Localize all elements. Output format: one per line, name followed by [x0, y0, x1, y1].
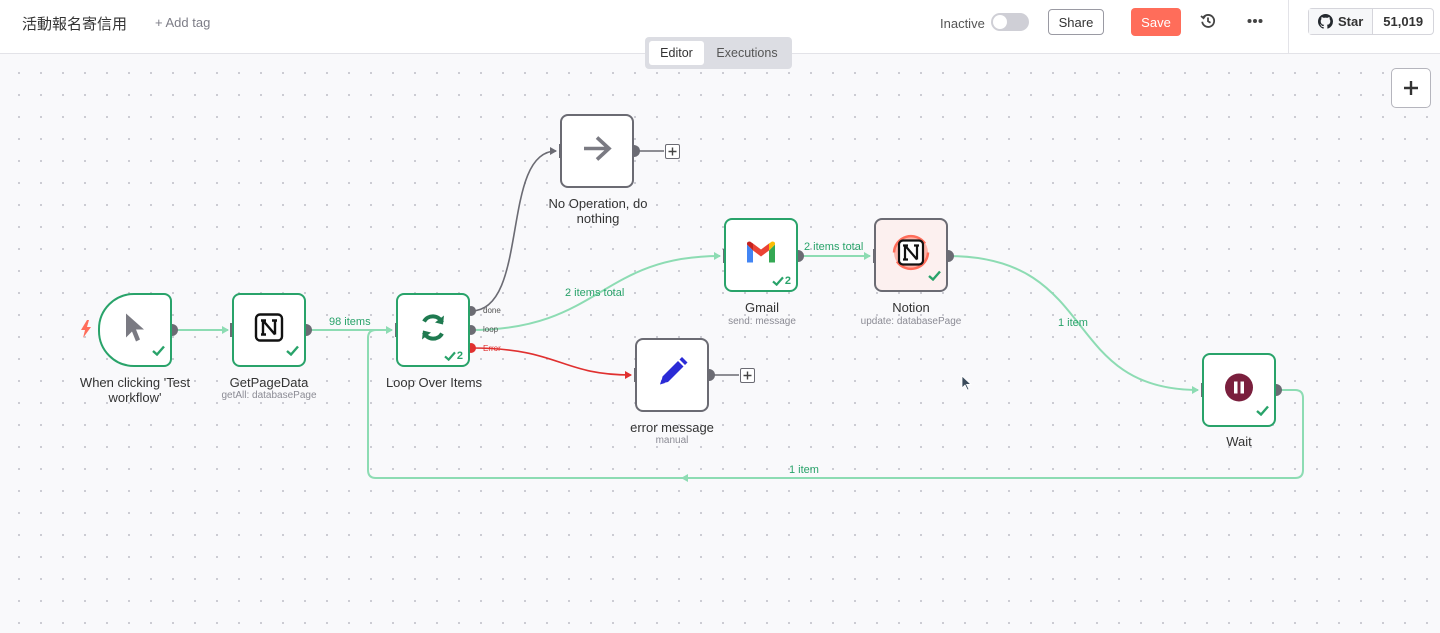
node-loop-over-items[interactable]: 2 [396, 293, 470, 367]
add-tag-button[interactable]: + Add tag [155, 15, 211, 30]
success-check-icon [286, 343, 299, 361]
edge-label-gmail-notion: 2 items total [804, 241, 864, 253]
node-label-error: error message [630, 420, 714, 435]
node-label-wait: Wait [1226, 434, 1252, 449]
notion-icon [889, 233, 933, 278]
connection-wait-loop [367, 329, 1304, 479]
run-count: 2 [456, 350, 463, 362]
arrow-right-icon [582, 136, 612, 167]
toggle-knob [993, 15, 1007, 29]
add-connection-button[interactable] [665, 144, 680, 159]
github-icon [1318, 14, 1333, 29]
node-error-message[interactable] [635, 338, 709, 412]
github-star-button[interactable]: Star [1309, 9, 1374, 34]
github-star-widget: Star 51,019 [1308, 8, 1435, 35]
success-check-icon [1256, 403, 1269, 421]
node-sub-notion: update: databasePage [860, 316, 962, 327]
connection-loop-gmail [470, 255, 721, 331]
github-star-count[interactable]: 51,019 [1383, 14, 1424, 29]
node-wait[interactable] [1202, 353, 1276, 427]
run-count: 2 [784, 275, 791, 287]
trigger-bolt-icon[interactable] [80, 320, 92, 343]
node-no-operation[interactable] [560, 114, 634, 188]
node-label-notion: Notion [892, 300, 930, 315]
pause-icon [1224, 373, 1254, 408]
pencil-icon [656, 357, 688, 394]
edge-label-notion-wait: 1 item [1058, 317, 1088, 329]
node-getpagedata[interactable] [232, 293, 306, 367]
history-icon[interactable] [1197, 10, 1219, 32]
port-label-loop: loop [483, 325, 499, 334]
port-label-error: Error [483, 344, 501, 353]
plus-icon [743, 371, 752, 380]
node-label-trigger: When clicking 'Test workflow' [79, 375, 191, 405]
connection-loop-error [470, 347, 632, 376]
success-check-icon [928, 268, 941, 286]
mouse-cursor-icon [961, 375, 973, 396]
header-divider [1288, 0, 1289, 53]
node-label-getpagedata: GetPageData [229, 375, 309, 390]
node-sub-getpagedata: getAll: databasePage [221, 390, 317, 401]
cursor-icon [123, 312, 147, 349]
node-manual-trigger[interactable] [98, 293, 172, 367]
workflow-name[interactable]: 活動報名寄信用 [22, 16, 128, 33]
node-sub-error: manual [655, 435, 689, 446]
edge-label-wait-loop: 1 item [789, 464, 819, 476]
share-button[interactable]: Share [1048, 9, 1104, 35]
save-button[interactable]: Save [1131, 8, 1181, 36]
node-sub-gmail: send: message [728, 316, 796, 327]
success-check-icon [152, 343, 165, 361]
edge-label-loop-gmail: 2 items total [565, 287, 625, 299]
run-count-badge: 2 [772, 275, 791, 287]
connection-loop-noop [470, 150, 557, 312]
add-connection-button[interactable] [740, 368, 755, 383]
add-node-button[interactable] [1391, 68, 1431, 108]
more-options-icon[interactable] [1244, 10, 1266, 32]
node-label-gmail: Gmail [745, 300, 779, 315]
refresh-loop-icon [416, 311, 450, 350]
active-toggle[interactable] [991, 13, 1029, 31]
connection-notion-wait [947, 255, 1199, 391]
plus-icon [1404, 81, 1418, 95]
active-status-label: Inactive [940, 16, 985, 31]
gmail-icon [745, 241, 777, 270]
edge-label-getpagedata-loop: 98 items [329, 316, 371, 328]
run-count-badge: 2 [444, 350, 463, 362]
port-label-done: done [483, 306, 501, 315]
node-label-loop: Loop Over Items [385, 375, 483, 390]
plus-icon [668, 147, 677, 156]
node-gmail[interactable]: 2 [724, 218, 798, 292]
notion-icon [253, 312, 285, 349]
node-notion[interactable] [874, 218, 948, 292]
node-label-noop: No Operation, do nothing [548, 196, 648, 226]
github-star-label: Star [1338, 14, 1364, 29]
